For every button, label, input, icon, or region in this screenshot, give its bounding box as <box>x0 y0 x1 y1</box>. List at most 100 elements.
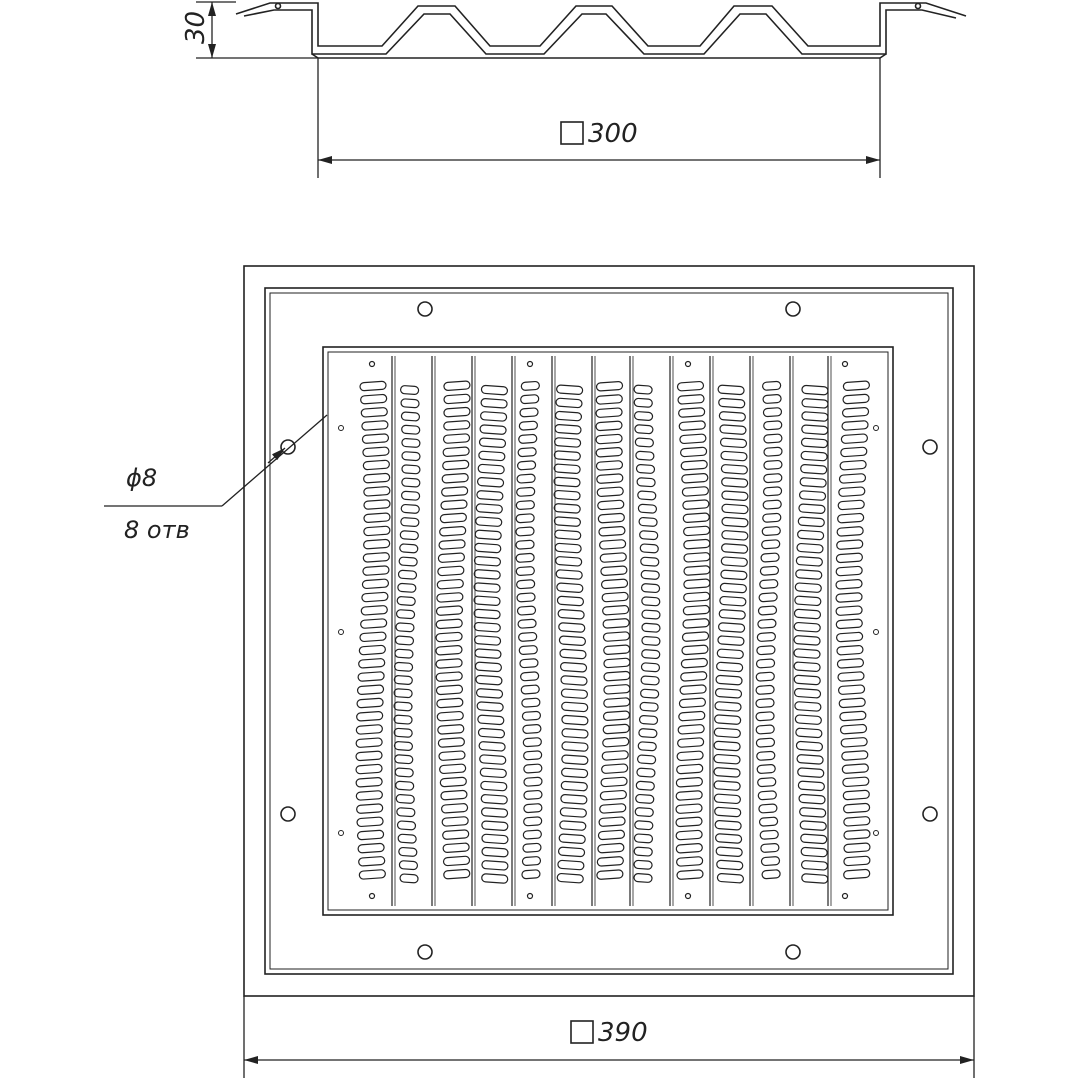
grille-slot <box>443 406 471 418</box>
grille-slot <box>603 684 631 695</box>
grille-slot <box>681 473 709 484</box>
grille-slot <box>555 569 583 580</box>
grille-slot <box>394 754 414 765</box>
grille-slot <box>400 398 420 409</box>
grille-slot <box>476 701 504 712</box>
grille-slot <box>442 446 470 458</box>
grille-slot <box>598 526 626 537</box>
grille-slot <box>595 420 623 432</box>
grille-slot <box>473 569 501 580</box>
grille-slot <box>363 486 391 497</box>
grille-slot <box>515 566 535 577</box>
grille-slot <box>800 437 829 449</box>
grille-slot <box>683 538 711 550</box>
grille-slot <box>676 869 704 880</box>
grille-slot <box>720 464 748 475</box>
grille-slot <box>843 855 871 867</box>
grille-slot <box>554 410 583 422</box>
grille-slot <box>641 609 661 620</box>
grille-slot <box>436 578 464 590</box>
grille-slot <box>355 750 383 762</box>
grille-slot <box>516 605 537 616</box>
grille-slot <box>636 477 656 488</box>
grille-slot <box>395 622 415 633</box>
grille-slot <box>399 543 419 554</box>
grille-slot <box>435 671 463 682</box>
grille-slot <box>601 750 629 761</box>
grille-slot <box>401 477 421 488</box>
grille-slot <box>520 394 540 405</box>
grille-slot <box>843 842 871 853</box>
grille-slot <box>481 860 509 871</box>
grille-slot <box>798 490 827 501</box>
grille-slot <box>714 688 743 699</box>
grille-slot <box>479 424 507 435</box>
grille-slot <box>553 450 581 461</box>
grille-slot <box>837 499 865 511</box>
grille-slot <box>837 671 865 682</box>
section-view <box>235 2 967 59</box>
grille-slot <box>520 380 540 391</box>
grille-slot <box>634 437 654 448</box>
grille-slot <box>843 868 871 880</box>
grille-slot <box>839 710 867 722</box>
grille-slot <box>600 565 628 576</box>
grille-slot <box>554 542 582 554</box>
slat-rivet <box>841 360 849 368</box>
grille-slot <box>518 420 538 431</box>
grille-slot <box>396 596 416 606</box>
grille-slot <box>359 631 387 643</box>
grille-slot <box>559 648 587 660</box>
grille-slot <box>718 397 746 409</box>
grille-slot <box>395 793 415 804</box>
grille-slot <box>799 477 827 488</box>
grille-slot <box>800 846 828 858</box>
grille-slot <box>441 816 469 827</box>
grille-slot <box>635 464 656 474</box>
grille-slot <box>473 608 501 620</box>
grille-slot <box>356 816 384 828</box>
grille-slot <box>436 592 464 603</box>
grille-slot <box>835 605 863 616</box>
grille-slot <box>361 578 390 590</box>
grille-slot <box>480 807 509 818</box>
grille-slot <box>718 622 746 633</box>
grille-frame-inner <box>327 351 889 911</box>
grille-slot <box>603 670 631 682</box>
grille-slot <box>596 869 624 880</box>
grille-slot <box>715 833 743 844</box>
grille-slot <box>602 618 630 629</box>
grille-slot <box>793 635 821 646</box>
grille-slot <box>360 407 388 418</box>
grille-slot <box>675 777 703 788</box>
grille-slot <box>399 385 420 395</box>
grille-slot <box>675 803 703 814</box>
grille-slot <box>681 644 709 656</box>
grille-slot <box>360 393 388 405</box>
grille-slot <box>356 711 384 722</box>
grille-slot <box>683 591 711 603</box>
grille-slot <box>560 780 588 792</box>
grille-slot <box>519 658 539 669</box>
grille-slot <box>558 622 586 633</box>
grille-slot <box>797 529 825 541</box>
grille-slot <box>639 701 659 712</box>
grille-slot <box>760 842 780 853</box>
grille-slot <box>842 393 870 405</box>
grille-slot <box>755 724 775 735</box>
grille-slot <box>755 737 776 748</box>
grille-slot <box>638 516 658 527</box>
grille-slot <box>355 724 383 735</box>
grille-slot <box>841 750 869 761</box>
grille-slot <box>682 499 710 510</box>
slat-rivet <box>368 360 376 368</box>
grille-slot <box>635 780 655 791</box>
grille-slot <box>475 674 503 686</box>
grille-slot <box>683 565 711 576</box>
grille-slot <box>477 714 505 726</box>
grille-slot <box>835 552 863 564</box>
grille-slot <box>795 740 824 752</box>
grille-slot <box>840 446 868 458</box>
grille-slot <box>358 856 386 867</box>
